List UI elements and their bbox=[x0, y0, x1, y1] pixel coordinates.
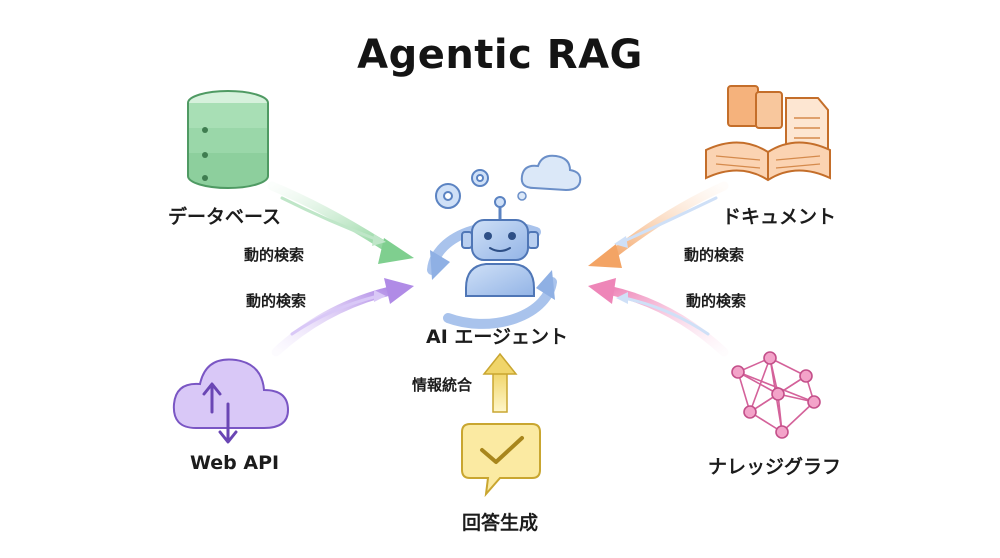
edge-label-integration: 情報統合 bbox=[412, 376, 473, 394]
database-icon bbox=[187, 90, 269, 189]
network-graph-nodes bbox=[731, 351, 821, 439]
cloud-api-icon bbox=[172, 358, 290, 444]
arrow-webapi-to-agent bbox=[271, 278, 414, 357]
web-api-label: Web API bbox=[190, 452, 280, 474]
center-label: AI エージェント bbox=[426, 326, 569, 348]
edge-label-knowledgegraph: 動的検索 bbox=[686, 292, 747, 310]
books-icon bbox=[705, 85, 831, 182]
knowledge-graph-label: ナレッジグラフ bbox=[708, 456, 842, 478]
edge-label-database: 動的検索 bbox=[244, 246, 305, 264]
arrow-database-to-agent bbox=[267, 181, 414, 264]
arrow-documents-to-agent bbox=[588, 181, 729, 268]
gear-icon bbox=[435, 169, 489, 209]
edge-label-webapi: 動的検索 bbox=[246, 292, 307, 310]
arrow-integration bbox=[482, 352, 518, 413]
answer-label: 回答生成 bbox=[462, 512, 539, 534]
arrow-knowledgegraph-to-agent bbox=[588, 278, 729, 357]
robot-icon bbox=[427, 154, 582, 329]
edge-label-documents: 動的検索 bbox=[684, 246, 745, 264]
answer-bubble-icon bbox=[461, 423, 541, 498]
documents-label: ドキュメント bbox=[722, 206, 837, 228]
database-label: データベース bbox=[168, 206, 282, 228]
page-title: Agentic RAG bbox=[357, 32, 643, 78]
thought-cloud-icon bbox=[520, 154, 582, 192]
